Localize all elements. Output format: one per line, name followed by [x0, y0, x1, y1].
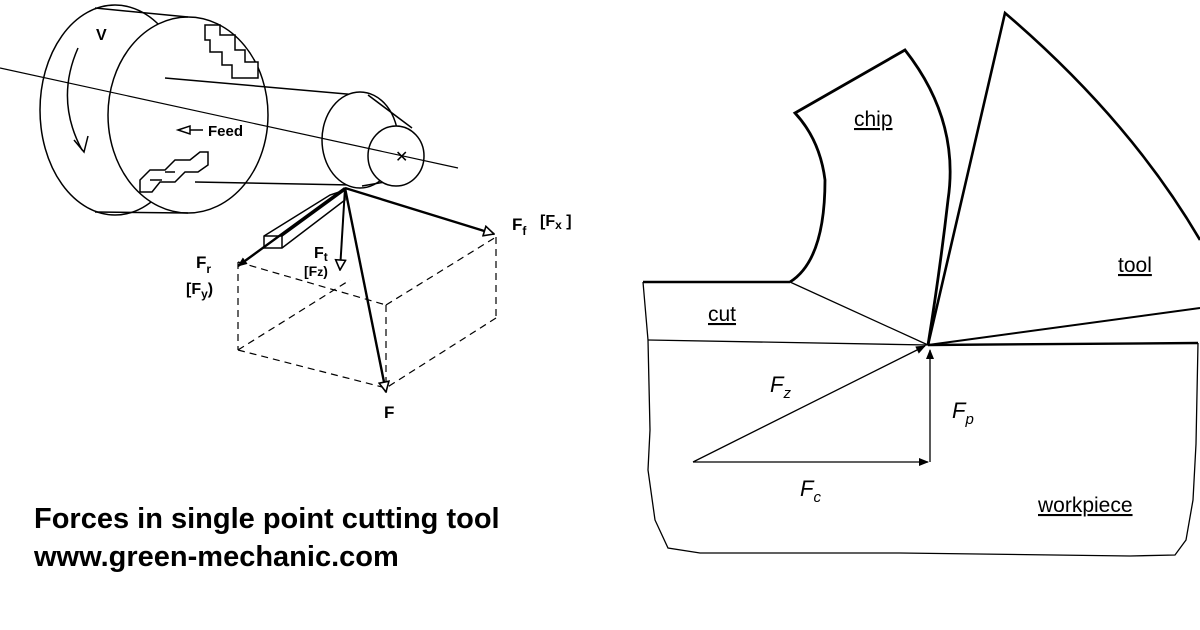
fz-force-arrow — [692, 345, 926, 463]
fz-label: Fz — [770, 372, 791, 402]
svg-text:Ff: Ff — [512, 215, 527, 238]
svg-text:[Fy): [Fy) — [186, 281, 213, 301]
lathe-force-diagram: ✕ — [0, 4, 497, 392]
svg-text:[Fz): [Fz) — [304, 263, 328, 279]
feed-label: Feed — [208, 123, 243, 140]
cut-label: cut — [708, 303, 736, 326]
svg-text:Ft: Ft — [314, 245, 328, 264]
rotation-label: V — [96, 27, 107, 44]
spindle-center-mark: ✕ — [395, 149, 408, 166]
shear-plane — [789, 281, 929, 346]
caption-url: www.green-mechanic.com — [34, 541, 399, 573]
upper-chuck-jaw — [204, 24, 259, 79]
cut-line — [647, 339, 929, 346]
workpiece-shaft — [164, 77, 425, 189]
resultant-force-arrow — [343, 187, 386, 392]
ft-label: Ft [Fz) — [304, 245, 328, 279]
svg-text:Fr: Fr — [196, 253, 211, 276]
tool-outline — [926, 10, 1200, 346]
fp-label: Fp — [952, 398, 974, 428]
fr-force-arrow — [237, 187, 346, 267]
lathe-chuck — [39, 4, 269, 216]
chip-label: chip — [854, 108, 893, 131]
ff-force-arrow — [344, 186, 494, 234]
workpiece-label: workpiece — [1037, 494, 1133, 517]
fc-label: Fc — [800, 476, 821, 506]
rotation-arrow — [66, 47, 83, 151]
svg-text:[Fx ]: [Fx ] — [540, 213, 572, 232]
chip-outline — [789, 48, 952, 346]
ft-force-arrow — [340, 187, 345, 270]
fr-label: Fr [Fy) — [186, 253, 213, 301]
caption-title: Forces in single point cutting tool — [34, 503, 500, 535]
force-resolution-box — [237, 236, 497, 389]
spindle-axis — [0, 67, 459, 169]
machined-surface — [927, 341, 1199, 347]
workpiece-outline — [642, 281, 1199, 557]
ff-label: Ff [Fx ] — [512, 213, 572, 238]
resultant-force-label: F — [384, 403, 394, 422]
tool-label: tool — [1118, 254, 1152, 277]
orthogonal-cutting-diagram — [642, 10, 1200, 557]
